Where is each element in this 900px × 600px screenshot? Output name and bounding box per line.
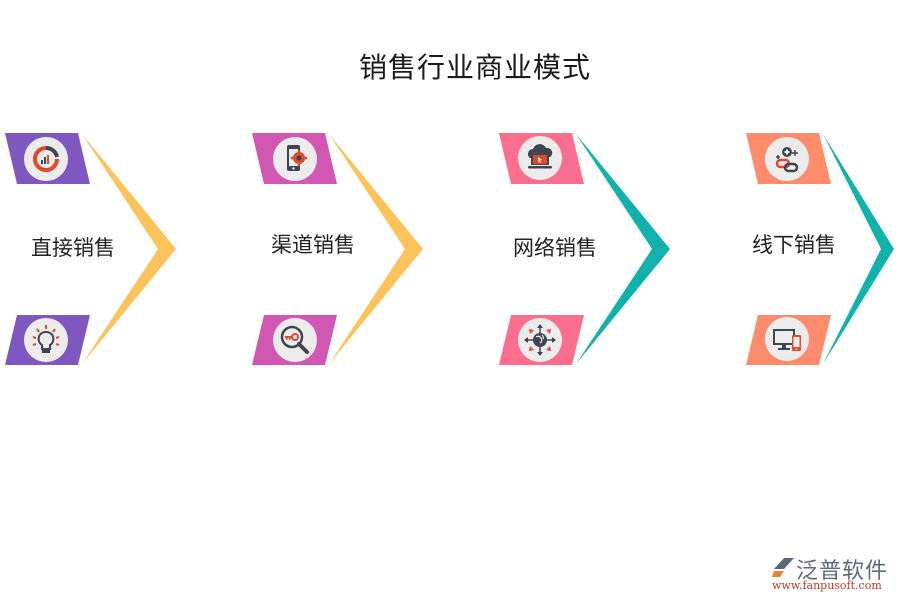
global-network-icon [518, 318, 562, 362]
stage-channel-sales: 渠道销售 [247, 0, 447, 600]
mobile-settings-icon [273, 137, 317, 181]
stage-label: 网络销售 [513, 236, 597, 260]
stage-label: 渠道销售 [271, 233, 355, 257]
key-search-icon [273, 318, 317, 362]
stage-offline-sales: 线下销售 [741, 0, 900, 600]
watermark-logo: 泛普软件 www.fanpusoft.com [770, 553, 895, 593]
lightbulb-icon [24, 318, 68, 362]
stage-online-sales: 网络销售 [494, 0, 694, 600]
link-user-add-icon [765, 137, 809, 181]
watermark-brand: 泛普软件 [796, 559, 889, 584]
diagram-title: 销售行业商业模式 [358, 51, 591, 84]
stage-shapes [746, 133, 894, 365]
watermark-url: www.fanpusoft.com [772, 579, 882, 592]
stage-label: 线下销售 [752, 233, 836, 257]
stage-shapes [252, 133, 423, 365]
fanpu-logo-icon [772, 558, 794, 577]
stage-shapes [499, 133, 670, 365]
stage-direct-sales: 直接销售 [0, 0, 200, 600]
cloud-laptop-icon [518, 136, 562, 180]
stage-shapes [5, 133, 176, 365]
desktop-mobile-icon [765, 317, 809, 361]
donut-chart-icon [24, 137, 68, 181]
stage-label: 直接销售 [31, 236, 115, 260]
